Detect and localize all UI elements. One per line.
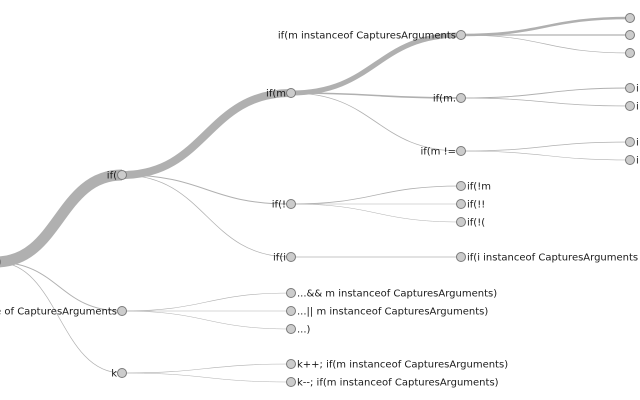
node-if-m[interactable]: if(m <box>266 88 296 100</box>
edge-n_ifm-n_ifmne <box>290 92 462 152</box>
edge-n_nce-n_and <box>121 292 292 312</box>
node-if-i-instanceof-label: if(i instanceof CapturesArguments <box>467 253 638 264</box>
edge-n_ifmd-n_l5 <box>460 97 631 107</box>
node-leaf-3[interactable] <box>625 48 635 58</box>
edge-n_ifb-n_ifbm <box>290 185 462 205</box>
node-k-decrement-label: k--; if(m instanceof CapturesArguments) <box>297 378 499 389</box>
node-k-increment[interactable]: k++; if(m instanceof CapturesArguments) <box>286 359 509 371</box>
edge-root-n_k <box>0 262 123 374</box>
edge-n_ifm-n_ifmd <box>290 92 462 99</box>
node-if-not[interactable]: if(! <box>272 199 296 211</box>
edge-n_nce-n_par <box>121 310 292 330</box>
node-k-increment-label: k++; if(m instanceof CapturesArguments) <box>297 360 508 371</box>
node-close-paren[interactable]: ...) <box>286 324 311 336</box>
node-and-instanceof[interactable]: ...&& m instanceof CapturesArguments) <box>286 288 498 300</box>
edge-root-n_if <box>0 169 123 268</box>
node-layer: if( if(m if(m instanceof CapturesArgumen… <box>0 13 639 389</box>
node-and-instanceof-label: ...&& m instanceof CapturesArguments) <box>297 289 497 300</box>
node-leaf-4[interactable]: i <box>625 83 639 95</box>
node-k[interactable]: k <box>111 368 127 380</box>
edge-layer <box>0 16 631 383</box>
node-if-not-m[interactable]: if(!m <box>456 181 491 193</box>
node-leaf-5[interactable]: i <box>625 101 639 113</box>
edge-n_ifm-n_ifmi <box>290 32 462 96</box>
node-if-not-m-label: if(!m <box>467 182 491 193</box>
node-k-decrement[interactable]: k--; if(m instanceof CapturesArguments) <box>286 377 499 389</box>
node-if[interactable]: if( <box>107 170 127 182</box>
node-if-m-label: if(m <box>266 89 286 100</box>
edge-n_k-n_kpp <box>121 363 292 374</box>
node-k-label: k <box>111 369 117 380</box>
node-leaf-7[interactable]: i <box>625 155 639 167</box>
node-leaf-6-label: i <box>636 138 639 149</box>
node-if-not-label: if(! <box>272 200 286 211</box>
node-if-m-not-equal-label: if(m != <box>420 147 456 158</box>
node-or-instanceof-label: ...|| m instanceof CapturesArguments) <box>297 307 488 318</box>
edge-n_if-n_ifm <box>121 89 292 179</box>
node-leaf-6[interactable]: i <box>625 137 639 149</box>
node-if-i[interactable]: if(i <box>273 252 296 264</box>
node-instanceof-captures[interactable]: nce of CapturesArguments <box>0 306 127 318</box>
edge-n_ifmi-n_l1 <box>460 16 631 37</box>
node-if-label: if( <box>107 171 117 182</box>
node-if-i-instanceof[interactable]: if(i instanceof CapturesArguments <box>456 252 639 264</box>
edge-n_k-n_kmm <box>121 372 292 383</box>
edge-root-n_nce <box>0 261 123 312</box>
edge-n_ifmi-n_l3 <box>460 34 631 54</box>
edge-n_ifb-n_ifbp <box>290 203 462 223</box>
node-if-m-dot[interactable]: if(m. <box>433 93 466 105</box>
node-root[interactable] <box>0 258 1 267</box>
node-leaf-1[interactable] <box>625 13 635 23</box>
node-if-not-paren[interactable]: if(!( <box>456 217 486 229</box>
edge-n_ifmne-n_l6 <box>460 141 631 152</box>
node-if-m-instanceof-label: if(m instanceof CapturesArguments <box>278 31 456 42</box>
node-if-m-instanceof[interactable]: if(m instanceof CapturesArguments <box>278 30 466 42</box>
node-if-not-paren-label: if(!( <box>467 218 485 229</box>
node-close-paren-label: ...) <box>297 325 311 336</box>
node-instanceof-captures-label: nce of CapturesArguments <box>0 307 117 318</box>
edge-n_ifmne-n_l7 <box>460 150 631 161</box>
edge-n_if-n_ifi <box>121 174 292 258</box>
edge-n_if-n_ifb <box>121 174 292 205</box>
node-or-instanceof[interactable]: ...|| m instanceof CapturesArguments) <box>286 306 489 318</box>
node-if-m-not-equal[interactable]: if(m != <box>420 146 466 158</box>
node-leaf-4-label: i <box>636 84 639 95</box>
node-if-double-not[interactable]: if(!! <box>456 199 486 211</box>
node-if-m-dot-label: if(m. <box>433 94 456 105</box>
node-if-double-not-label: if(!! <box>467 200 485 211</box>
node-leaf-7-label: i <box>636 156 639 167</box>
node-if-i-label: if(i <box>273 253 286 264</box>
node-leaf-2[interactable] <box>625 30 635 40</box>
edge-n_ifmd-n_l4 <box>460 87 631 99</box>
node-leaf-5-label: i <box>636 102 639 113</box>
